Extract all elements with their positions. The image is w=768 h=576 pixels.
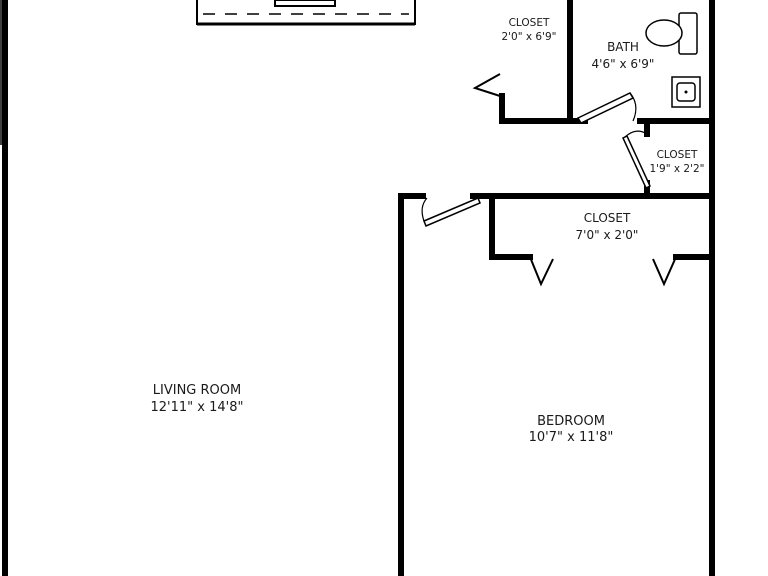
wall-top-closet — [499, 93, 573, 124]
label-bedroom: BEDROOM — [537, 414, 605, 429]
label-closet-bedroom-dims: 7'0" x 2'0" — [576, 228, 639, 242]
door-bedroom — [421, 197, 481, 227]
label-living-room-dims: 12'11" x 14'8" — [151, 400, 244, 415]
door-bedroom-closet-left — [529, 256, 554, 287]
kitchen-counter — [196, 0, 416, 26]
label-bath: BATH — [607, 40, 639, 54]
label-living-room: LIVING ROOM — [153, 383, 241, 398]
label-closet-top: CLOSET — [509, 17, 550, 29]
toilet-icon — [645, 12, 698, 55]
sink-icon — [671, 76, 701, 108]
label-closet-top-dims: 2'0" x 6'9" — [501, 31, 556, 43]
door-top-closet — [472, 73, 501, 97]
door-bath — [576, 92, 637, 124]
label-bath-dims: 4'6" x 6'9" — [592, 57, 655, 71]
label-bedroom-dims: 10'7" x 11'8" — [529, 430, 614, 445]
label-closet-small-dims: 1'9" x 2'2" — [649, 163, 704, 175]
label-closet-small: CLOSET — [657, 149, 698, 161]
label-closet-bedroom: CLOSET — [584, 211, 631, 225]
door-small-closet — [622, 130, 651, 190]
wall-bedroom-closet — [489, 197, 533, 260]
door-bedroom-closet-right — [652, 256, 677, 287]
